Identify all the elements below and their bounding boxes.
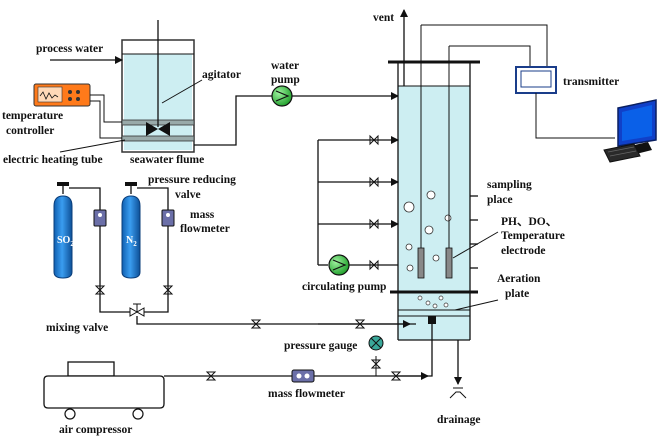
electrode-1 [417,247,425,279]
pressure-gauge-icon [368,335,384,351]
so2-cylinder [53,182,73,279]
water-pump-label-2: pump [271,74,300,86]
flume-outlet-pipe [194,95,272,146]
transmitter-wire-1 [421,24,548,67]
process-water-label: process water [36,43,103,55]
mass-flowmeter-air [291,369,315,383]
pressure-gauge-label: pressure gauge [284,340,357,352]
mixing-valve-label: mixing valve [46,322,108,334]
transmitter-wire-2 [449,45,531,67]
sampling-place-label-2: place [487,194,513,206]
circulating-pump-label: circulating pump [302,281,386,293]
agitator-label: agitator [202,69,241,81]
heating-tube-leader [59,139,126,153]
mixing-valve [129,303,145,317]
electrode-2 [445,247,453,279]
vent-label: vent [373,12,394,24]
gas-lines [69,187,169,313]
so2-label: SO2 [57,235,74,248]
pressure-reducing-label-1: pressure reducing [148,174,236,186]
electric-heating-tube-label: electric heating tube [3,154,103,166]
electrode-leader [452,231,499,259]
computer-wire [535,93,615,139]
pressure-reducing-label-2: valve [175,189,201,201]
air-valve [205,371,217,381]
gas-valves [94,285,174,295]
circulation-valves [369,134,379,271]
gas-to-column-pipe [136,316,416,325]
n2-label: N2 [126,235,137,248]
aeration-plate-label-2: plate [505,288,529,300]
controller-wire-1 [90,94,122,123]
column-water [398,86,470,340]
mass-flowmeters-gas [93,209,175,227]
gas-inlet-valve [250,319,262,329]
electrode-label-3: electrode [501,245,545,257]
temperature-controller [33,83,91,107]
electrode-label-2: Temperature [501,230,565,242]
controller-wire-2 [90,100,122,139]
aeration-leader [454,299,499,311]
keyboard-icon [603,143,641,163]
aeration-plate-label-1: Aeration [497,273,541,285]
electrode-label-1: PH、DO、 [501,216,557,228]
water-pump-label-1: water [271,60,299,72]
mass-flowmeter-label-2: flowmeter [180,223,230,235]
electric-heating-tube-bottom [121,135,195,142]
sampling-place-label-1: sampling [487,179,532,191]
agitator-leader [161,79,203,104]
mass-flowmeter-bottom-label: mass flowmeter [268,388,345,400]
drain-valve-icon [449,391,467,399]
air-compressor-label: air compressor [59,424,132,436]
n2-cylinder [121,182,141,279]
agitator-icon [146,122,170,136]
mass-flowmeter-label-1: mass [190,209,215,221]
transmitter-label: transmitter [563,76,619,88]
circulation-loop [317,136,399,269]
drainage-label: drainage [437,414,480,426]
temperature-controller-label-1: temperature [2,110,63,122]
seawater-flume-label: seawater flume [130,154,204,166]
aerator-inlet [428,316,436,324]
reaction-column [388,25,480,341]
air-supply-pipe [164,320,433,377]
transmitter [515,66,557,94]
temperature-controller-label-2: controller [6,125,54,137]
air-compressor [43,361,165,420]
seawater-flume [121,20,195,153]
